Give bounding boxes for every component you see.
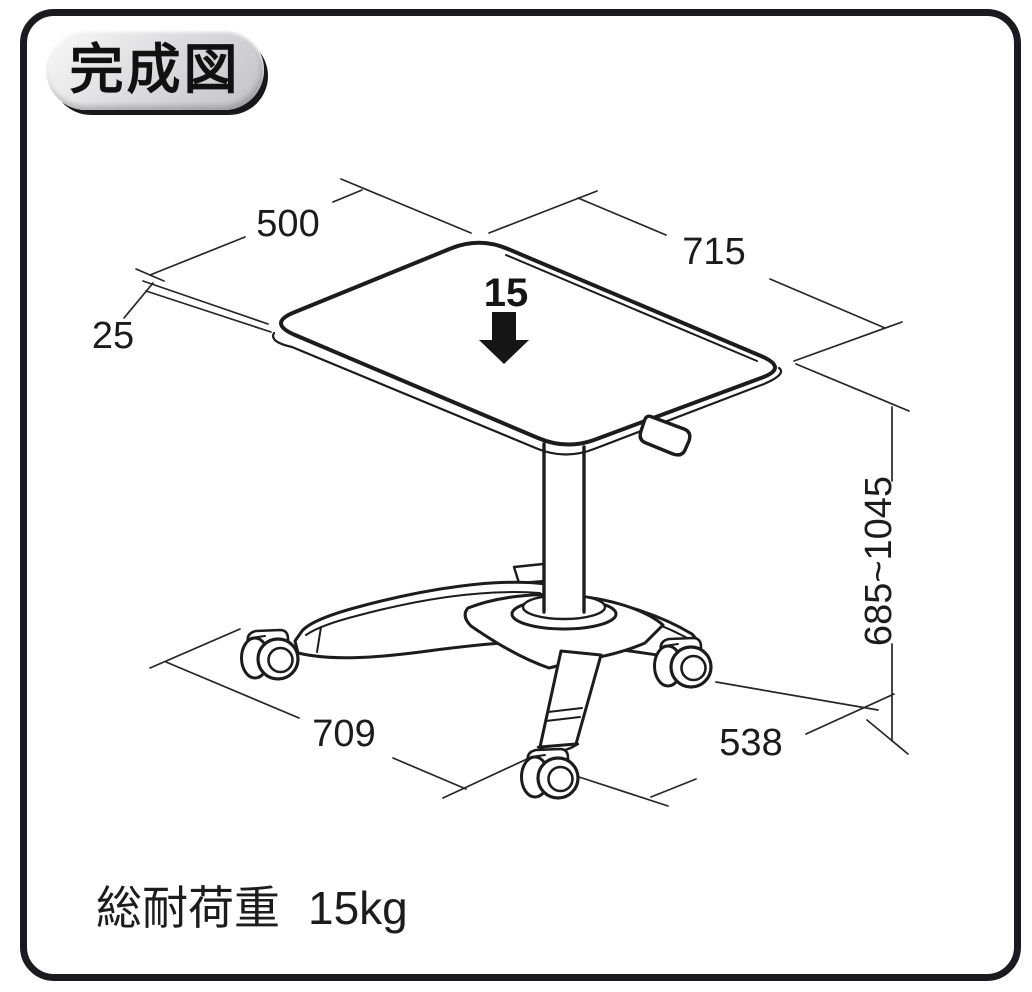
caster-right: [652, 636, 713, 689]
load-capacity-label: 総耐荷重: [96, 882, 280, 934]
dim-label-base-right: 538: [719, 722, 782, 764]
outer-border: [20, 9, 1021, 981]
dim-height-range: 685~1045: [715, 363, 910, 755]
dim-label-height-range: 685~1045: [858, 476, 900, 646]
front-leg: [536, 649, 603, 753]
page-title: 完成図: [69, 40, 241, 100]
dim-thickness: 25: [92, 280, 272, 357]
load-label: 15: [484, 271, 529, 315]
lift-column: [542, 442, 586, 614]
dim-base-left: 709: [149, 628, 528, 799]
base-legs: [293, 561, 701, 670]
dim-label-depth: 500: [256, 203, 319, 245]
dim-label-base-left: 709: [312, 713, 375, 755]
dim-depth: 500: [135, 178, 472, 282]
caster-left: [239, 628, 300, 681]
height-lever: [638, 414, 692, 457]
dim-width: 715: [488, 190, 903, 362]
title-badge: 完成図: [46, 30, 264, 110]
load-arrow: 15: [479, 271, 529, 364]
caster-front: [519, 747, 580, 800]
load-capacity-value: 15kg: [308, 882, 408, 934]
down-arrow-icon: [479, 312, 529, 364]
load-capacity-caption: 総耐荷重 15kg: [96, 872, 408, 938]
dim-base-right: 538: [575, 693, 895, 807]
dim-label-width: 715: [682, 231, 745, 273]
dim-label-thickness: 25: [92, 315, 134, 357]
tabletop: [272, 240, 783, 456]
